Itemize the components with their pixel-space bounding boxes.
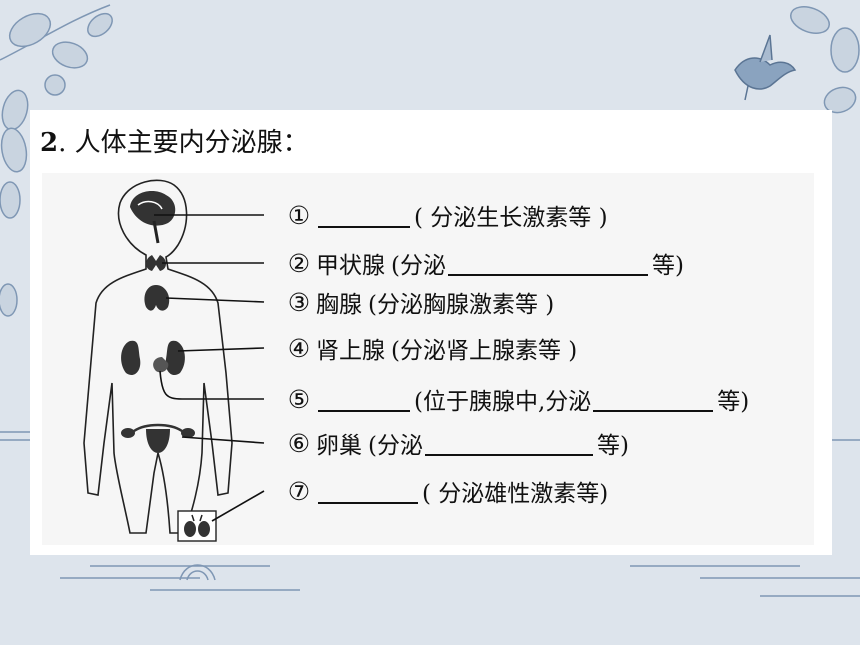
leader-line-6 <box>181 436 265 444</box>
floral-branch-right <box>790 6 860 114</box>
thyroid-icon <box>146 255 166 271</box>
marker-6: ⑥ <box>287 428 311 458</box>
floral-branch-left <box>0 127 28 317</box>
gland-note-3: (分泌胸腺激素等 ) <box>368 292 555 318</box>
gland-name-2: 甲状腺 <box>316 253 385 279</box>
kidney-adrenal-icon <box>121 340 185 376</box>
human-body-illustration <box>83 179 265 542</box>
gland-name-3: 胸腺 <box>316 292 362 318</box>
section-title-text: . 人体主要内分泌腺： <box>58 128 309 158</box>
gland-note-6: (分泌 <box>368 433 423 459</box>
leader-line-4 <box>177 347 265 352</box>
marker-1: ① <box>287 200 311 230</box>
gland-name-4: 肾上腺 <box>316 338 385 364</box>
gland-note-2: (分泌 <box>391 253 446 279</box>
gland-note-5-end: 等) <box>717 389 750 415</box>
ovary-uterus-icon <box>121 423 195 453</box>
answer-blank-7a[interactable] <box>318 478 418 504</box>
leader-line-7 <box>211 490 265 522</box>
gland-row-5: ⑤ (位于胰腺中,分泌 等) <box>282 383 750 416</box>
endocrine-figure: ① ( 分泌生长激素等 ) ② 甲状腺 (分泌 等) ③ 胸腺 (分泌胸腺激素等… <box>42 173 814 545</box>
gland-note-5: (位于胰腺中,分泌 <box>414 389 592 415</box>
answer-blank-6[interactable] <box>424 430 593 456</box>
bird-icon <box>734 34 797 101</box>
marker-4: ④ <box>287 333 311 363</box>
answer-blank-2[interactable] <box>447 250 648 276</box>
leader-line-3 <box>165 297 265 303</box>
gland-row-6: ⑥ 卵巢 (分泌 等) <box>282 427 629 460</box>
gland-row-4: ④ 肾上腺 (分泌肾上腺素等 ) <box>282 332 578 365</box>
marker-3: ③ <box>287 287 311 317</box>
gland-note-4: (分泌肾上腺素等 ) <box>391 338 578 364</box>
section-number: 2 <box>40 128 59 158</box>
marker-7: ⑦ <box>287 476 311 506</box>
section-title: 2. 人体主要内分泌腺： <box>40 122 309 159</box>
brain-pituitary-icon <box>130 191 176 244</box>
marker-2: ② <box>287 248 311 278</box>
gland-note-7: ( 分泌雄性激素等) <box>422 481 609 507</box>
gland-row-7: ⑦ ( 分泌雄性激素等) <box>282 475 609 508</box>
gland-row-2: ② 甲状腺 (分泌 等) <box>282 247 684 280</box>
gland-note-6-end: 等) <box>596 433 629 459</box>
content-card: 2. 人体主要内分泌腺： <box>30 110 832 555</box>
thymus-icon <box>144 285 170 311</box>
decorative-lines <box>0 431 860 597</box>
gland-row-3: ③ 胸腺 (分泌胸腺激素等 ) <box>282 286 555 319</box>
answer-blank-1a[interactable] <box>318 202 410 228</box>
answer-blank-5a[interactable] <box>318 386 410 412</box>
marker-5: ⑤ <box>287 384 311 414</box>
gland-row-1: ① ( 分泌生长激素等 ) <box>282 199 608 232</box>
testis-icon <box>177 510 217 542</box>
body-outline <box>83 179 233 534</box>
gland-note-2-end: 等) <box>651 253 684 279</box>
floral-branch-top-left <box>0 4 113 131</box>
answer-blank-5b[interactable] <box>593 386 714 412</box>
gland-note-1: ( 分泌生长激素等 ) <box>414 205 608 231</box>
leader-line-5 <box>159 370 264 400</box>
gland-name-6: 卵巢 <box>316 433 362 459</box>
